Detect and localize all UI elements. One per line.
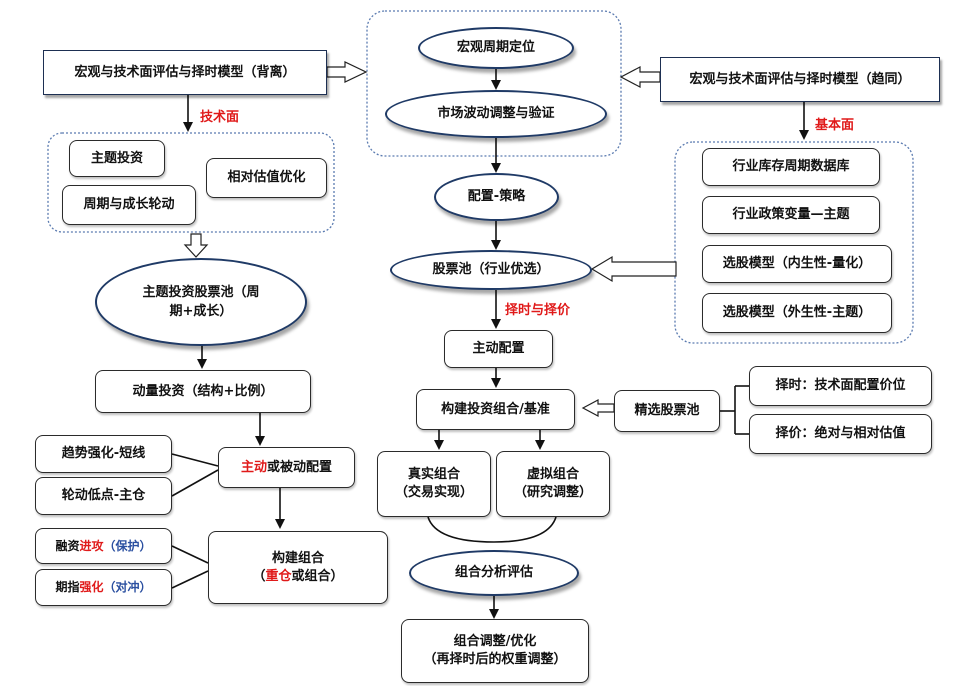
real-portfolio-line1: 真实组合 bbox=[407, 467, 460, 483]
build-combo-line1: 构建组合 bbox=[271, 550, 324, 566]
portfolio-opt-box: 组合调整/优化 （再择时后的权重调整） bbox=[401, 619, 589, 683]
hollow-arrow-left-to-macro bbox=[326, 61, 368, 83]
hollow-arrow-down-to-theme-pool bbox=[183, 233, 209, 258]
macro-group-frame bbox=[366, 10, 622, 157]
tech-group-frame bbox=[47, 132, 335, 233]
fundamental-group-frame bbox=[674, 141, 914, 344]
build-combo-box: 构建组合 （重仓或组合） bbox=[208, 531, 388, 604]
cycle-growth-box: 周期与成长轮动 bbox=[62, 185, 196, 225]
portfolio-opt-line2: （再择时后的权重调整） bbox=[423, 652, 567, 667]
timing-pricing-label: 择时与择价 bbox=[505, 303, 571, 318]
virtual-portfolio-line2: （研究调整） bbox=[513, 485, 592, 500]
pricing-valuation-box: 择价：绝对与相对估值 bbox=[749, 414, 932, 454]
theme-pool-line1: 主题投资股票池（周 bbox=[142, 284, 260, 300]
hollow-arrow-to-stock-pool bbox=[590, 255, 677, 283]
industry-inventory-box: 行业库存周期数据库 bbox=[702, 148, 880, 186]
hollow-arrow-right-to-macro bbox=[619, 66, 661, 88]
portfolio-eval-ellipse: 组合分析评估 bbox=[409, 550, 579, 596]
market-adjust-ellipse: 市场波动调整与验证 bbox=[385, 90, 607, 138]
real-portfolio-line2: （交易实现） bbox=[394, 485, 473, 500]
fundamental-label: 基本面 bbox=[815, 118, 855, 133]
active-or-passive-box: 主动或被动配置 bbox=[218, 447, 355, 488]
hollow-arrow-to-build-portfolio bbox=[581, 399, 615, 417]
build-combo-line2: （重仓或组合） bbox=[252, 568, 344, 584]
config-strategy-ellipse: 配置-策略 bbox=[434, 173, 559, 221]
right-model-box: 宏观与技术面评估与择时模型（趋同） bbox=[660, 57, 940, 102]
theme-pool-line2: 期+成长） bbox=[169, 304, 233, 319]
tech-label: 技术面 bbox=[200, 110, 240, 125]
industry-policy-box: 行业政策变量—主题 bbox=[702, 196, 880, 234]
build-portfolio-benchmark-box: 构建投资组合/基准 bbox=[416, 389, 575, 430]
trend-short-box: 趋势强化-短线 bbox=[35, 435, 172, 473]
relative-valuation-box: 相对估值优化 bbox=[206, 158, 327, 198]
active-config-box: 主动配置 bbox=[444, 330, 553, 368]
futures-hedge-box: 期指强化（对冲） bbox=[35, 569, 172, 606]
momentum-box: 动量投资（结构+比例） bbox=[95, 370, 311, 413]
left-model-box: 宏观与技术面评估与择时模型（背离） bbox=[43, 50, 327, 95]
rotation-low-box: 轮动低点-主仓 bbox=[35, 477, 172, 515]
stock-model-internal-box: 选股模型（内生性-量化） bbox=[702, 245, 892, 283]
macro-cycle-ellipse: 宏观周期定位 bbox=[418, 27, 574, 69]
stock-model-external-box: 选股模型（外生性-主题） bbox=[702, 293, 892, 333]
real-portfolio-box: 真实组合 （交易实现） bbox=[377, 451, 491, 517]
stock-pool-ellipse: 股票池（行业优选） bbox=[390, 250, 592, 290]
theme-pool-ellipse: 主题投资股票池（周 期+成长） bbox=[95, 258, 307, 346]
theme-invest-box: 主题投资 bbox=[69, 140, 165, 177]
portfolio-opt-line1: 组合调整/优化 bbox=[453, 634, 537, 650]
virtual-portfolio-line1: 虚拟组合 bbox=[526, 467, 579, 483]
margin-attack-box: 融资进攻（保护） bbox=[35, 528, 172, 564]
virtual-portfolio-box: 虚拟组合 （研究调整） bbox=[496, 451, 610, 517]
selected-pool-box: 精选股票池 bbox=[614, 390, 720, 432]
timing-tech-box: 择时：技术面配置价位 bbox=[749, 366, 932, 406]
